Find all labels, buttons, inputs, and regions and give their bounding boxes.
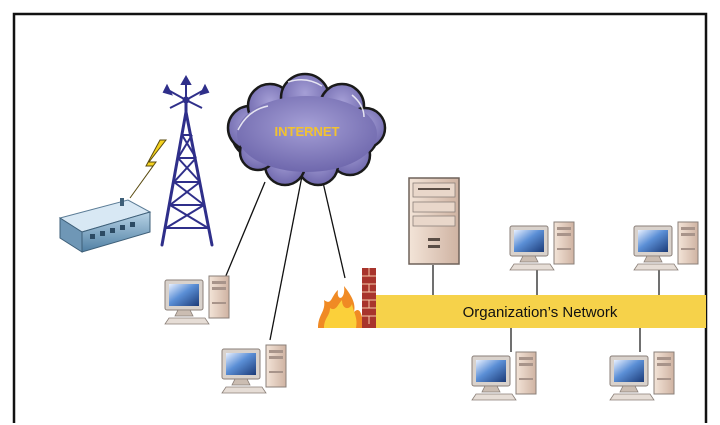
server-icon	[408, 177, 460, 265]
link-pc-bottom	[269, 175, 303, 341]
network-drops	[432, 265, 660, 352]
desktop-computer-icon	[509, 221, 575, 271]
desktop-computer-icon	[633, 221, 699, 271]
diagram-border	[12, 12, 708, 423]
firewall-icon	[318, 268, 376, 328]
radio-tower-icon	[160, 74, 214, 247]
network-bar	[376, 295, 706, 328]
desktop-computer-icon	[609, 351, 675, 401]
lightning-bolt-icon	[129, 139, 168, 199]
cloud-label: INTERNET	[275, 124, 340, 139]
organization-network: Organization’s Network	[376, 295, 706, 328]
desktop-computer-icon	[221, 344, 287, 394]
internet-links	[224, 175, 346, 341]
internet-cloud: INTERNET	[226, 72, 387, 187]
desktop-computer-icon	[164, 275, 230, 325]
link-pc-left	[224, 181, 266, 279]
desktop-computer-icon	[471, 351, 537, 401]
link-firewall	[321, 177, 346, 279]
network-label: Organization’s Network	[463, 304, 618, 321]
wireless-device-icon	[58, 198, 152, 253]
